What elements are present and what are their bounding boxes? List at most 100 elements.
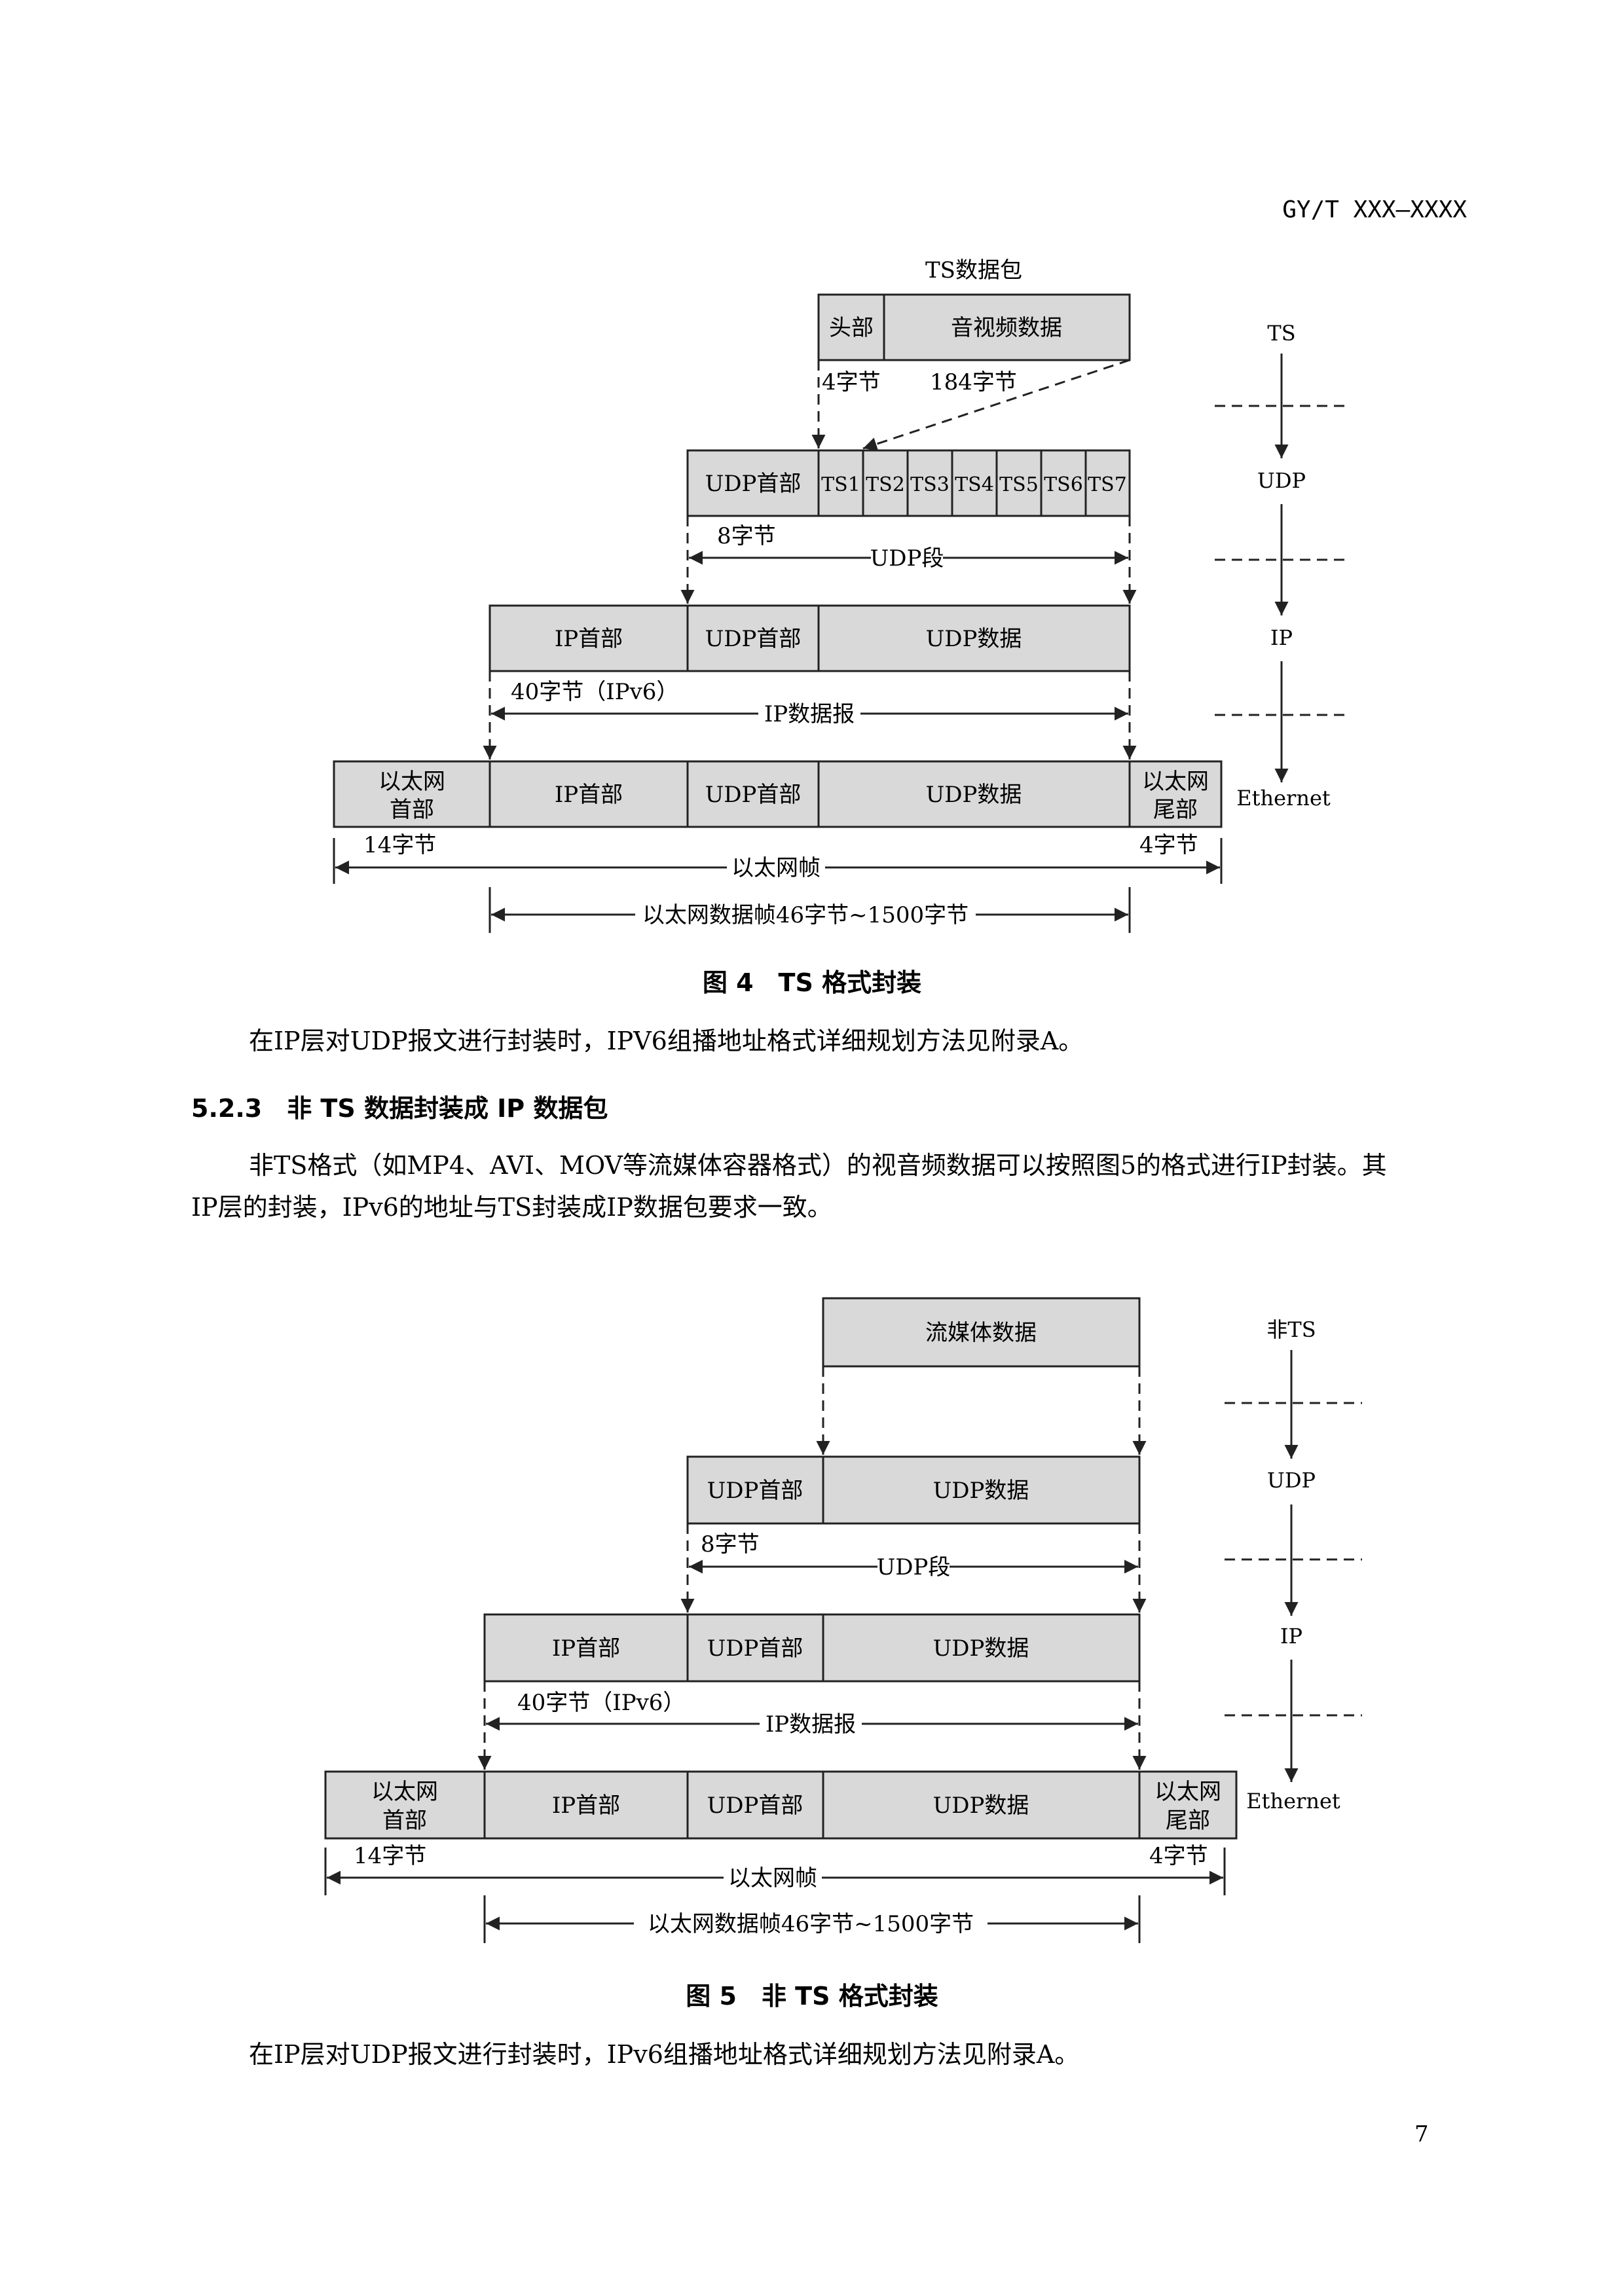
udp-header-box-3 xyxy=(686,1770,824,1840)
udp-data-box xyxy=(822,1455,1141,1525)
eth-trailer-label-line2: 尾部 xyxy=(1153,797,1198,823)
udp-data-box-2 xyxy=(817,760,1131,828)
udp-data-box xyxy=(817,604,1131,672)
paragraph-2-line-2: IP层的封装，IPv6的地址与TS封装成IP数据包要求一致。 xyxy=(191,1193,832,1222)
ts-packet-title: TS数据包 xyxy=(925,257,1022,283)
udp-segment-label-bg xyxy=(877,1554,950,1580)
figure-4-caption: 图 4 TS 格式封装 xyxy=(702,968,922,997)
ts-payload-label: 音视频数据 xyxy=(951,315,1062,341)
udp-data-box-2 xyxy=(822,1613,1141,1683)
ts-slots: TS1 TS2 TS3 TS4 TS5 TS6 TS7 xyxy=(817,449,1131,517)
ip-header-label-2: IP首部 xyxy=(552,1793,620,1819)
ts-header-label: 头部 xyxy=(829,315,874,341)
eth-header-box xyxy=(324,1770,486,1840)
ts-payload-box xyxy=(883,293,1131,361)
ip-header-size: 40字节（IPv6） xyxy=(517,1690,685,1716)
eth-data-frame-label-bg xyxy=(635,902,976,928)
eth-header-box xyxy=(333,760,491,828)
ip-datagram-label: IP数据报 xyxy=(766,1711,856,1738)
udp-header-size: 8字节 xyxy=(717,523,776,549)
ts-slot xyxy=(1084,449,1131,517)
document-id: GY/T XXX—XXXX xyxy=(1282,196,1467,223)
ip-header-box-2 xyxy=(483,1770,689,1840)
udp-data-box-3 xyxy=(822,1770,1141,1840)
eth-trailer-box xyxy=(1138,1770,1238,1840)
ts-slot-label: TS1 xyxy=(821,473,860,496)
section-heading: 5.2.3 非 TS 数据封装成 IP 数据包 xyxy=(191,1094,608,1123)
paragraph-1: 在IP层对UDP报文进行封装时，IPV6组播地址格式详细规划方法见附录A。 xyxy=(249,1027,1084,1055)
udp-data-label-2: UDP数据 xyxy=(926,782,1022,808)
ip-header-label: IP首部 xyxy=(555,626,623,652)
ip-datagram-label: IP数据报 xyxy=(764,701,855,727)
udp-header-size: 8字节 xyxy=(701,1531,760,1558)
ip-datagram-label-bg xyxy=(758,701,860,727)
udp-header-label-3: UDP首部 xyxy=(705,782,802,808)
udp-header-label-3: UDP首部 xyxy=(707,1793,803,1819)
eth-header-size: 14字节 xyxy=(354,1843,426,1869)
eth-data-frame-label-bg xyxy=(634,1910,987,1937)
ts-slot-label: TS6 xyxy=(1044,473,1083,496)
eth-frame-label-bg xyxy=(724,1865,822,1891)
ts-slot xyxy=(906,449,953,517)
udp-header-box-2 xyxy=(686,1613,824,1683)
udp-header-box xyxy=(686,1455,824,1525)
ip-datagram-label-bg xyxy=(760,1711,862,1737)
eth-data-frame-label: 以太网数据帧46字节~1500字节 xyxy=(648,1911,974,1937)
ip-header-label: IP首部 xyxy=(552,1635,620,1662)
layer-ethernet-label: Ethernet xyxy=(1246,1789,1340,1813)
layer-ip-label: IP xyxy=(1280,1624,1302,1649)
ts-header-box xyxy=(817,293,885,361)
ts-slot-label: TS2 xyxy=(866,473,905,496)
layer-nonts-label: 非TS xyxy=(1266,1317,1316,1342)
udp-header-label-2: UDP首部 xyxy=(705,626,802,652)
ts-slot xyxy=(951,449,998,517)
ip-header-box xyxy=(483,1613,689,1683)
ts-slot-label: TS7 xyxy=(1088,473,1127,496)
udp-segment-label-bg xyxy=(871,545,943,571)
ts-dashed-arrow-diagonal xyxy=(862,359,1130,451)
figure-5: 流媒体数据 UDP首部 UDP数据 8字节 UDP段 IP首部 UDP首部 UD… xyxy=(324,1297,1362,1943)
ip-header-box xyxy=(489,604,689,672)
stream-data-label: 流媒体数据 xyxy=(925,1320,1037,1346)
eth-frame-label: 以太网帧 xyxy=(728,1865,817,1891)
eth-trailer-label-line2: 尾部 xyxy=(1166,1808,1210,1834)
figure-4: TS数据包 头部 音视频数据 4字节 184字节 UDP首部 TS1 TS2 T… xyxy=(333,257,1349,933)
udp-data-label-2: UDP数据 xyxy=(933,1635,1029,1662)
ts-slot-label: TS5 xyxy=(999,473,1039,496)
udp-header-label: UDP首部 xyxy=(705,471,802,497)
eth-frame-label-bg xyxy=(727,854,825,881)
layer-udp-label: UDP xyxy=(1267,1468,1316,1493)
eth-header-label-line1: 以太网 xyxy=(371,1779,438,1805)
udp-segment-label: UDP段 xyxy=(870,545,944,572)
layer-ip-label: IP xyxy=(1270,625,1293,650)
eth-trailer-box xyxy=(1128,760,1223,828)
ts-slot-label: TS4 xyxy=(955,473,994,496)
udp-header-label: UDP首部 xyxy=(707,1478,803,1504)
eth-trailer-label-line1: 以太网 xyxy=(1154,1779,1221,1805)
eth-header-size: 14字节 xyxy=(363,832,436,858)
udp-data-label: UDP数据 xyxy=(933,1478,1029,1504)
paragraph-3: 在IP层对UDP报文进行封装时，IPv6组播地址格式详细规划方法见附录A。 xyxy=(249,2040,1080,2069)
udp-data-label-3: UDP数据 xyxy=(933,1793,1029,1819)
ts-slot xyxy=(995,449,1043,517)
udp-data-label: UDP数据 xyxy=(926,626,1022,652)
ts-payload-size: 184字节 xyxy=(930,369,1017,395)
udp-header-box-2 xyxy=(686,604,820,672)
udp-header-label-2: UDP首部 xyxy=(707,1635,803,1662)
page-number: 7 xyxy=(1414,2121,1429,2147)
ip-header-label-2: IP首部 xyxy=(555,782,623,808)
figure-5-caption: 图 5 非 TS 格式封装 xyxy=(686,1982,938,2011)
eth-header-label-line2: 首部 xyxy=(382,1808,427,1834)
ts-header-size: 4字节 xyxy=(822,369,881,395)
paragraph-2-line-1: 非TS格式（如MP4、AVI、MOV等流媒体容器格式）的视音频数据可以按照图5的… xyxy=(249,1151,1387,1180)
eth-data-frame-label: 以太网数据帧46字节~1500字节 xyxy=(642,902,969,928)
udp-segment-label: UDP段 xyxy=(877,1554,951,1580)
layer-udp-label: UDP xyxy=(1257,468,1306,493)
eth-frame-label: 以太网帧 xyxy=(731,855,821,881)
udp-header-box-3 xyxy=(686,760,820,828)
ip-header-size: 40字节（IPv6） xyxy=(511,679,678,705)
stream-data-box xyxy=(822,1297,1141,1368)
ts-slot-label: TS3 xyxy=(910,473,950,496)
eth-trailer-size: 4字节 xyxy=(1139,832,1198,858)
